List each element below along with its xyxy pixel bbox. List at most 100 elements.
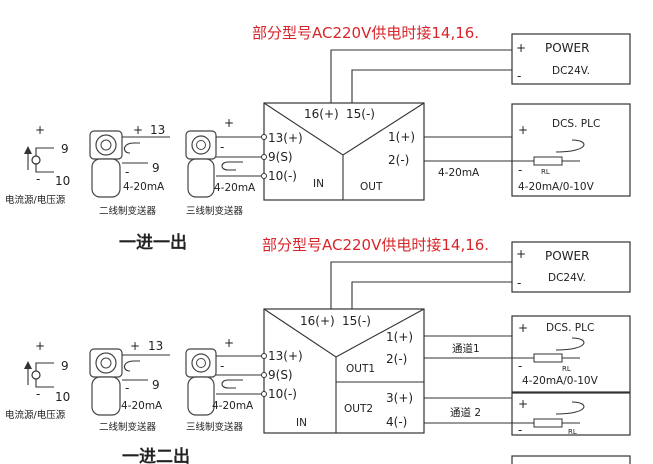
three-wire-plus-sign: +: [224, 116, 234, 130]
input-10-label: 10(-): [268, 169, 297, 183]
source-wire-9: [35, 147, 54, 156]
two-wire-term-9-2: 9: [152, 378, 160, 392]
two-wire-transmitter: [89, 130, 123, 198]
load-resistor: [533, 156, 563, 166]
input-9-label-2: 9(S): [268, 368, 293, 382]
source-caption-2: 电流源/电压源: [5, 409, 66, 421]
source-wire-9-2: [35, 362, 54, 371]
input-10-label-2: 10(-): [268, 387, 297, 401]
source-symbol-icon-2: [31, 370, 41, 380]
dcs-minus-sign-ch2: -: [518, 423, 522, 437]
ch2-pos-label: 3(+): [386, 391, 413, 405]
dcs-minus-sign: -: [518, 163, 522, 177]
power-label: POWER: [545, 41, 589, 55]
ac220v-note-2: 部分型号AC220V供电时接14,16.: [262, 236, 489, 254]
three-wire-caption-2: 三线制变送器: [186, 421, 244, 433]
two-wire-caption: 二线制变送器: [99, 205, 157, 217]
two-wire-term-13-2: 13: [148, 339, 163, 353]
power-plus-sign-2: +: [516, 247, 526, 261]
ch1-pos-label: 1(+): [386, 330, 413, 344]
load-resistor-ch1: [533, 353, 563, 363]
out-label: OUT: [360, 181, 383, 193]
pin-16-label: 16(+): [304, 107, 339, 121]
terminal-13-2: [261, 353, 267, 359]
module-bottom: [263, 308, 425, 434]
source-caption: 电流源/电压源: [5, 194, 66, 206]
next-box-partial: [511, 455, 631, 464]
out-neg-label: 2(-): [388, 153, 409, 167]
three-wire-current-arrow-icon: [221, 161, 243, 171]
pin-16-label-2: 16(+): [300, 314, 335, 328]
three-wire-transmitter: [185, 130, 217, 198]
three-wire-transmitter-2: [185, 348, 217, 416]
power-box: [511, 33, 631, 85]
two-wire-minus-sign-2: -: [125, 381, 129, 395]
module-top: [263, 102, 425, 201]
three-wire-current-label: 4-20mA: [214, 182, 256, 194]
ch1-neg-label: 2(-): [386, 352, 407, 366]
current-flow-arrow-icon: [555, 139, 585, 153]
dcs-label: DCS. PLC: [552, 118, 600, 130]
dcs-box-ch2: [511, 392, 631, 436]
dcs-box-ch1: [511, 315, 631, 393]
source-term-10-2: 10: [55, 390, 70, 404]
two-wire-plus-sign-2: +: [130, 339, 140, 353]
ch2-neg-label: 4(-): [386, 415, 407, 429]
source-minus-sign-2: -: [36, 387, 40, 401]
terminal-10: [261, 173, 267, 179]
in-label: IN: [313, 178, 324, 190]
two-wire-current-label-2: 4-20mA: [121, 400, 163, 412]
pin-15-label-2: 15(-): [342, 314, 371, 328]
two-wire-caption-2: 二线制变送器: [99, 421, 157, 433]
source-plus-sign: +: [35, 123, 45, 137]
source-arrow-icon-2: [24, 361, 32, 369]
power-box-2: [511, 241, 631, 293]
two-wire-term-9: 9: [152, 161, 160, 175]
dcs-label-ch1: DCS. PLC: [546, 322, 594, 334]
input-13-label-2: 13(+): [268, 349, 303, 363]
two-wire-minus-sign: -: [125, 165, 129, 179]
ac220v-note: 部分型号AC220V供电时接14,16.: [252, 24, 479, 42]
power-minus-sign: -: [517, 69, 521, 83]
terminal-13: [261, 134, 267, 140]
source-term-10: 10: [55, 174, 70, 188]
power-minus-wire-2: [351, 281, 512, 309]
power-minus-sign-2: -: [517, 276, 521, 290]
source-wire-10-2: [35, 379, 54, 388]
two-wire-transmitter-2: [89, 348, 123, 416]
terminal-9: [261, 154, 267, 160]
three-wire-minus-sign-2: -: [220, 359, 224, 373]
power-voltage: DC24V.: [552, 65, 590, 77]
dcs-plus-sign-ch2: +: [518, 397, 528, 411]
source-minus-sign: -: [36, 172, 40, 186]
rl-label-ch1: RL: [562, 365, 571, 373]
terminal-10-2: [261, 391, 267, 397]
output-range: 4-20mA/0-10V: [518, 181, 595, 193]
diagram-one-in-two-out: 部分型号AC220V供电时接14,16. POWER DC24V. + - 16…: [5, 236, 631, 464]
two-wire-current-arrow-icon-2: [123, 360, 140, 372]
dcs-box: [511, 103, 631, 197]
dcs-minus-sign-ch1: -: [518, 359, 522, 373]
output-range-ch1: 4-20mA/0-10V: [522, 375, 599, 387]
two-wire-term-13: 13: [150, 123, 165, 137]
dcs-plus-sign-ch1: +: [518, 321, 528, 335]
out2-label: OUT2: [344, 403, 373, 415]
bottom-diagram-title: 一进二出: [122, 446, 190, 464]
power-label-2: POWER: [545, 249, 589, 263]
rl-label: RL: [541, 168, 550, 176]
diagram-one-in-one-out: 部分型号AC220V供电时接14,16. POWER DC24V. + - 16…: [5, 24, 631, 253]
three-wire-plus-sign-2: +: [224, 336, 234, 350]
in-label-2: IN: [296, 417, 307, 429]
source-plus-sign-2: +: [35, 339, 45, 353]
power-plus-sign: +: [516, 41, 526, 55]
pin-15-label: 15(-): [346, 107, 375, 121]
source-term-9-2: 9: [61, 359, 69, 373]
input-13-label: 13(+): [268, 131, 303, 145]
source-wire-10: [35, 164, 54, 173]
three-wire-caption: 三线制变送器: [186, 205, 244, 217]
channel2-label: 通道 2: [450, 406, 481, 419]
dcs-plus-sign: +: [518, 123, 528, 137]
out1-label: OUT1: [346, 363, 375, 375]
load-resistor-ch2: [533, 418, 563, 428]
power-voltage-2: DC24V.: [548, 272, 586, 284]
